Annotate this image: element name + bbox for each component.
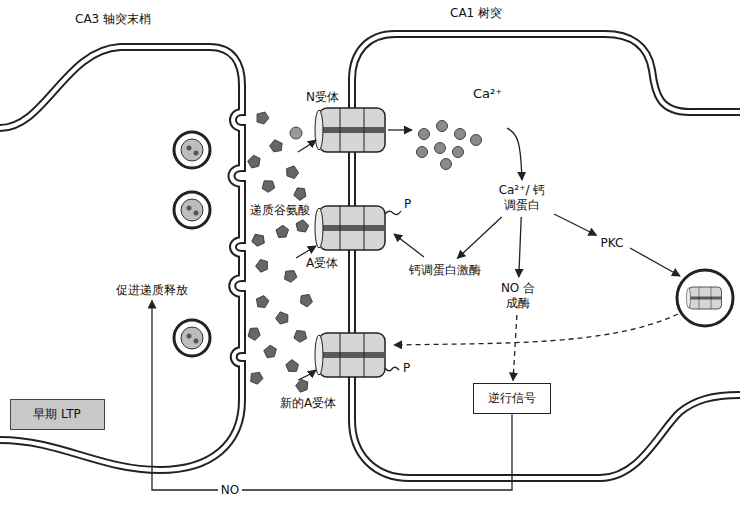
edge-label: NO <box>218 483 242 498</box>
insertion-arrow <box>394 314 678 345</box>
binding-arrow <box>298 140 316 152</box>
calcium-ions: Ca²⁺ <box>402 84 506 170</box>
part-label: A受体 <box>306 256 338 271</box>
signal-molecule: NO 合成酶 <box>495 279 541 313</box>
process-label: 促进递质释放 <box>114 281 190 300</box>
binding-arrow <box>298 370 316 380</box>
new-a-receptor <box>315 333 385 377</box>
a-receptor <box>315 206 385 250</box>
calcium-influx-arrow <box>388 129 412 130</box>
calcium-ion <box>417 147 428 158</box>
glutamate-molecules <box>246 112 313 394</box>
part-label: 递质谷氨酸 <box>250 203 310 218</box>
ca1-dendrite-membrane <box>352 34 740 478</box>
node-text: 钙调蛋白激酶 <box>409 263 481 278</box>
signal-arrow <box>457 217 501 259</box>
ca3-terminal-membrane <box>0 47 242 470</box>
calcium-ion <box>441 159 452 170</box>
phosphorylation-arrow <box>394 234 424 257</box>
n-receptor <box>315 108 385 152</box>
signal-arrow <box>513 315 517 381</box>
part-label: N受体 <box>306 90 339 105</box>
calcium-ion <box>453 147 464 158</box>
signal-molecule: Ca²⁺/ 钙调蛋白 <box>492 181 552 215</box>
pkc-arrow <box>630 248 680 276</box>
signal-molecule: PKC <box>599 234 626 253</box>
phosphate-tail <box>385 211 401 215</box>
phosphate-label: P <box>404 197 411 212</box>
node-text: PKC <box>601 236 624 251</box>
region-label: CA3 轴突末梢 <box>75 12 151 27</box>
node-text: 促进递质释放 <box>116 283 188 298</box>
calcium-ion <box>471 135 482 146</box>
process-box: 逆行信号 <box>473 383 551 414</box>
ca3-terminal-membrane <box>0 47 242 470</box>
node-text: Ca²⁺ <box>473 86 502 102</box>
vesicle-receptor <box>687 287 722 309</box>
calcium-ion <box>435 143 446 154</box>
node-text: 早期 LTP <box>23 407 92 422</box>
vesicle <box>174 320 210 356</box>
node-text: 逆行信号 <box>488 391 536 406</box>
node-text: NO 合成酶 <box>497 281 539 311</box>
signal-arrow <box>519 217 521 277</box>
calcium-ion <box>419 129 430 140</box>
calcium-ion <box>455 129 466 140</box>
stage-box: 早期 LTP <box>10 399 105 430</box>
ca1-dendrite-membrane <box>352 34 740 478</box>
part-label: 新的A受体 <box>280 396 336 411</box>
ligand-dot <box>290 127 302 139</box>
signal-arrow <box>152 301 512 491</box>
signal-molecule: 钙调蛋白激酶 <box>407 261 483 280</box>
region-label: CA1 树突 <box>450 6 502 21</box>
phosphate-label: P <box>403 361 410 376</box>
calcium-ion <box>437 121 448 132</box>
signal-arrow <box>507 128 522 180</box>
phosphate-tail <box>385 367 399 371</box>
vesicle <box>174 192 210 228</box>
node-text: Ca²⁺/ 钙调蛋白 <box>494 183 550 213</box>
signal-arrow <box>554 214 597 235</box>
receptor-vesicle <box>677 270 733 326</box>
vesicle <box>174 132 210 168</box>
